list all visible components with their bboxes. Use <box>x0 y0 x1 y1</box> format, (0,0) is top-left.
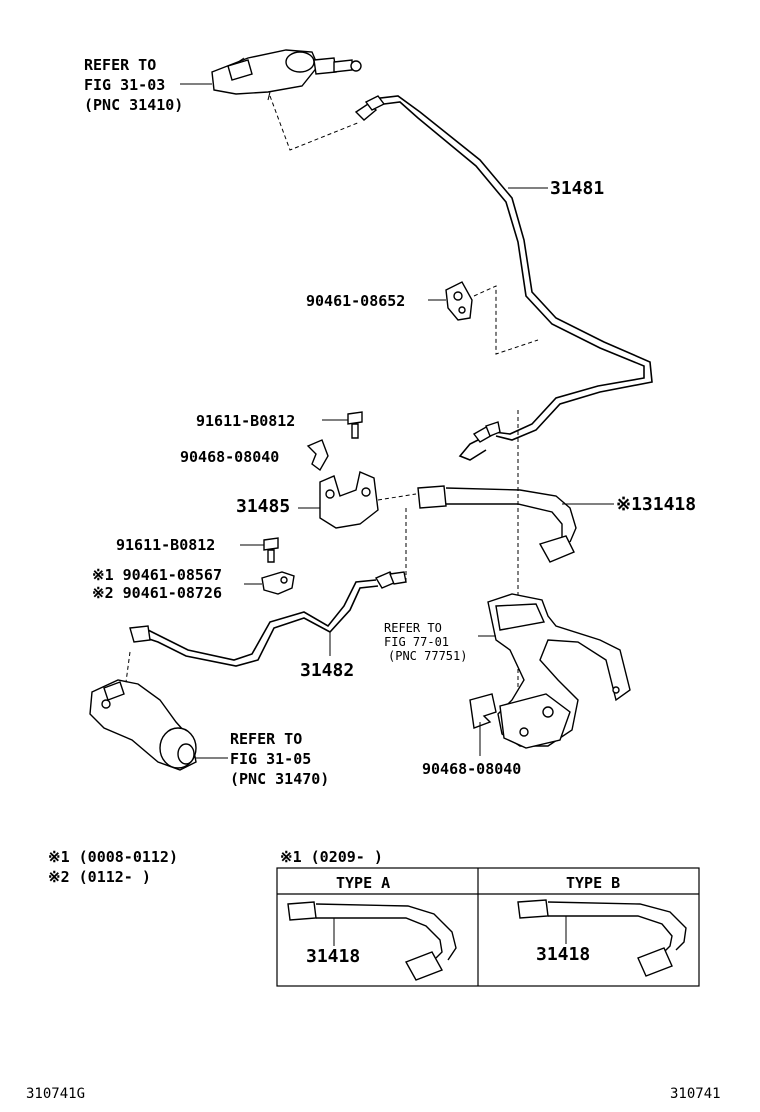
pedal-bracket <box>487 593 631 749</box>
clip-90468-08040-a <box>306 439 329 472</box>
hose-type-a <box>287 901 457 981</box>
label-31485: 31485 <box>236 496 290 517</box>
bolt-91611-b0812-b <box>263 537 279 563</box>
ref-31-03-line2: FIG 31-03 <box>84 76 165 94</box>
label-31482: 31482 <box>300 660 354 681</box>
note-1: ※1 (0008-0112) <box>48 848 178 866</box>
hose-type-table <box>276 867 700 987</box>
type-a-part-number: 31418 <box>306 946 360 967</box>
label-90461-08726: ※2 90461-08726 <box>92 584 222 602</box>
clutch-pipe-31481 <box>354 95 653 461</box>
ref-31-03-line3: (PNC 31410) <box>84 96 183 114</box>
type-b-part-number: 31418 <box>536 944 590 965</box>
ref-31-05-line3: (PNC 31470) <box>230 770 329 788</box>
label-91611-b0812-a: 91611-B0812 <box>196 412 295 430</box>
ref-31-03-line1: REFER TO <box>84 56 156 74</box>
clutch-pipe-31482 <box>129 571 407 667</box>
label-91611-b0812-b: 91611-B0812 <box>116 536 215 554</box>
note-3: ※1 (0209- ) <box>280 848 383 866</box>
ref-31-05-line1: REFER TO <box>230 730 302 748</box>
ref-77-01-line2: FIG 77-01 <box>384 635 449 649</box>
clip-90461-08652 <box>445 281 473 321</box>
table-header-type-b: TYPE B <box>566 874 620 892</box>
flexible-hose-31418 <box>417 485 577 563</box>
hose-type-b <box>517 899 687 977</box>
ref-31-05-line2: FIG 31-05 <box>230 750 311 768</box>
clip-90468-08040-b <box>469 693 497 729</box>
clip-90461-08567 <box>261 571 295 595</box>
ref-77-01-line3: (PNC 77751) <box>388 649 467 663</box>
label-90468-08040-b: 90468-08040 <box>422 760 521 778</box>
note-2: ※2 (0112- ) <box>48 868 151 886</box>
label-90461-08567: ※1 90461-08567 <box>92 566 222 584</box>
label-31481: 31481 <box>550 178 604 199</box>
clutch-release-cylinder <box>89 679 197 771</box>
clutch-master-cylinder <box>211 49 362 101</box>
label-31418: ※131418 <box>616 494 696 515</box>
ref-77-01-line1: REFER TO <box>384 621 442 635</box>
table-header-type-a: TYPE A <box>336 874 390 892</box>
footer-right-code: 310741 <box>670 1086 721 1102</box>
footer-left-code: 310741G <box>26 1086 85 1102</box>
label-90468-08040-a: 90468-08040 <box>180 448 279 466</box>
bolt-91611-b0812-a <box>347 411 363 439</box>
label-90461-08652: 90461-08652 <box>306 292 405 310</box>
bracket-31485 <box>319 471 379 529</box>
